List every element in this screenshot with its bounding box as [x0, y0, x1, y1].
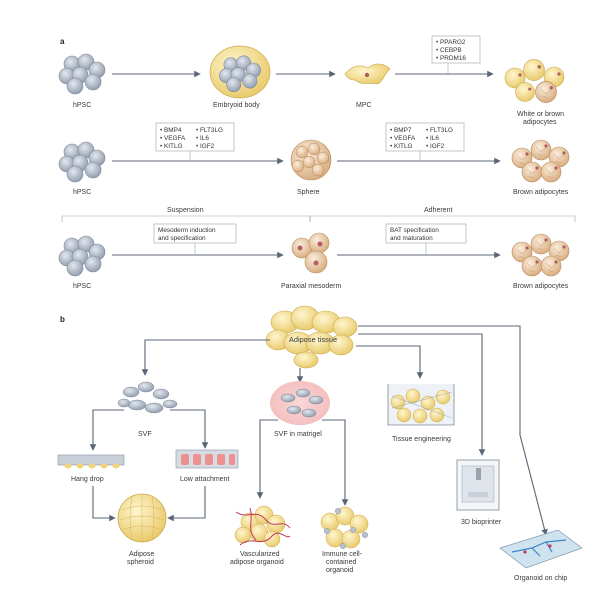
label-mpc: MPC [356, 102, 372, 109]
vascularized-organoid [234, 505, 291, 548]
factor-bmp7: • BMP7 [390, 127, 412, 134]
box-mesoderm-line1: Mesoderm induction [158, 227, 216, 234]
label-adipose-tissue: Adipose tissue [289, 335, 337, 344]
factor-kitlg-l: • KITLG [160, 143, 183, 150]
arrow-tissue-to-svf [141, 339, 270, 376]
label-hang-drop: Hang drop [71, 476, 104, 483]
bat-box: BAT specification and maturation [385, 223, 467, 255]
panel-b-label: b [60, 315, 65, 324]
tissue-engineering-dish [387, 384, 455, 426]
label-immune-1: Immune cell- [322, 551, 363, 558]
factor-box-row2-right: • BMP7 • VEGFA • KITLG • FLT3LG • IL6 • … [385, 122, 465, 161]
label-vascularized-2: adipose organoid [230, 559, 284, 566]
label-immune-3: organoid [326, 567, 353, 574]
label-paraxial: Paraxial mesoderm [281, 283, 341, 290]
label-spheroid-2: spheroid [127, 559, 154, 566]
hpsc-cluster-row3 [58, 235, 106, 277]
panel-a-label: a [60, 37, 65, 46]
mesoderm-box: Mesoderm induction and specification [153, 223, 237, 255]
factor-il6-r: • IL6 [426, 135, 439, 142]
white-brown-adipocytes [504, 58, 565, 104]
arrow-lowattach-to-spheroid [167, 486, 206, 522]
hang-drop-plate [57, 454, 125, 469]
arrow-hangdrop-to-spheroid [92, 486, 116, 522]
low-attachment-plate [175, 449, 239, 469]
sphere [290, 139, 332, 181]
factor-il6-l: • IL6 [196, 135, 209, 142]
brown-adipocytes-row2 [511, 139, 570, 183]
label-immune-2: contained [326, 559, 356, 566]
factor-flt3lg-r: • FLT3LG [426, 127, 453, 134]
mpc-cell [344, 63, 391, 85]
factor-box-row2-left: • BMP4 • VEGFA • KITLG • FLT3LG • IL6 • … [155, 122, 235, 161]
arrow-matrigel-to-immune [322, 419, 349, 506]
arrow-tissue-to-bioprinter [358, 333, 486, 456]
bioprinter [456, 459, 500, 511]
label-low-attachment: Low attachment [180, 476, 229, 483]
label-suspension: Suspension [167, 207, 204, 214]
label-spheroid-1: Adipose [129, 551, 154, 558]
adherent-bracket: Adherent [309, 207, 576, 222]
box-bat-line1: BAT specification [390, 227, 439, 234]
label-embryoid-body: Embryoid body [213, 102, 260, 109]
arrow-svf-to-lowattach [170, 409, 209, 449]
factor-box-row1: • PPARG2 • CEBPB • PRDM16 [431, 35, 481, 74]
factor-kitlg-r: • KITLG [390, 143, 413, 150]
adipose-spheroid [117, 493, 167, 543]
label-hpsc-row3: hPSC [73, 283, 91, 290]
factor-prdm16: • PRDM16 [436, 55, 466, 62]
label-tissue-engineering: Tissue engineering [392, 436, 451, 443]
label-white-brown-2: adipocytes [523, 119, 557, 126]
factor-flt3lg-l: • FLT3LG [196, 127, 223, 134]
svf-in-matrigel [270, 381, 330, 425]
hpsc-cluster-row2 [58, 141, 106, 183]
label-bioprinter: 3D bioprinter [461, 519, 502, 526]
adipose-tissue [265, 305, 358, 369]
embryoid-body [209, 45, 271, 99]
label-adherent: Adherent [424, 207, 452, 214]
label-hpsc-row2: hPSC [73, 189, 91, 196]
label-svf: SVF [138, 431, 152, 438]
factor-bmp4: • BMP4 [160, 127, 182, 134]
organoid-chip [499, 529, 583, 569]
label-organoid-chip: Organoid on chip [514, 575, 567, 582]
box-mesoderm-line2: and specification [158, 235, 206, 242]
label-brown-row2: Brown adipocytes [513, 189, 569, 196]
paraxial-mesoderm-cells [291, 232, 330, 274]
box-bat-line2: and maturation [390, 235, 433, 242]
label-hpsc-row1: hPSC [73, 102, 91, 109]
factor-cebpb: • CEBPB [436, 47, 462, 54]
arrow-tissue-to-tissue-eng [356, 345, 424, 379]
label-vascularized-1: Vascularized [240, 551, 280, 558]
label-white-brown-1: White or brown [517, 111, 564, 118]
factor-igf2-l: • IGF2 [196, 143, 215, 150]
svf-cells [117, 381, 178, 414]
arrow-svf-to-hangdrop [89, 409, 124, 451]
label-sphere: Sphere [297, 189, 320, 196]
factor-igf2-r: • IGF2 [426, 143, 445, 150]
arrow-matrigel-to-vascularized [256, 419, 278, 499]
factor-pparg2: • PPARG2 [436, 39, 466, 46]
immune-organoid [320, 506, 369, 550]
factor-vegfa-l: • VEGFA [160, 135, 186, 142]
arrow-tissue-to-chip [358, 325, 548, 536]
factor-vegfa-r: • VEGFA [390, 135, 416, 142]
suspension-bracket: Suspension [61, 207, 311, 222]
brown-adipocytes-row3 [511, 233, 570, 277]
hpsc-cluster-row1 [58, 53, 106, 95]
label-brown-row3: Brown adipocytes [513, 283, 569, 290]
label-svf-matrigel: SVF in matrigel [274, 431, 322, 438]
